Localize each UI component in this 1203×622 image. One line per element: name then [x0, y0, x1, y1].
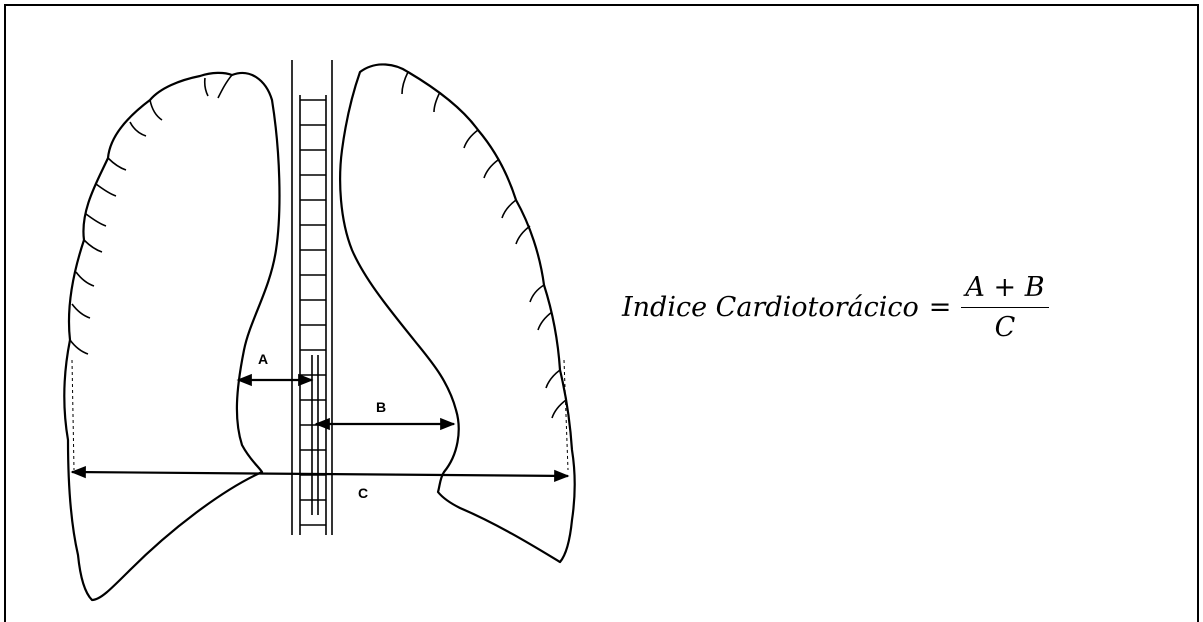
- numerator-b: B: [1025, 272, 1045, 303]
- right-costophrenic-dash: [72, 360, 74, 470]
- chest-diagram: A B C: [0, 0, 620, 622]
- label-c: C: [358, 485, 368, 501]
- formula-fraction: A + B C: [961, 272, 1048, 343]
- left-lung-lobulations: [402, 72, 566, 418]
- right-lung-lobulations: [70, 75, 232, 354]
- formula-numerator: A + B: [961, 272, 1048, 308]
- right-lung-outline: [64, 73, 279, 600]
- label-a: A: [258, 351, 268, 367]
- formula-equals: =: [929, 292, 952, 323]
- left-lung-outline: [340, 64, 575, 562]
- numerator-plus: +: [993, 272, 1016, 303]
- label-b: B: [376, 399, 386, 415]
- cardiothoracic-index-formula: Indice Cardiotorácico = A + B C: [622, 262, 1049, 352]
- numerator-a: A: [965, 272, 985, 303]
- spine-column: [292, 60, 332, 535]
- formula-lhs: Indice Cardiotorácico: [622, 292, 919, 323]
- formula-denominator: C: [995, 308, 1016, 343]
